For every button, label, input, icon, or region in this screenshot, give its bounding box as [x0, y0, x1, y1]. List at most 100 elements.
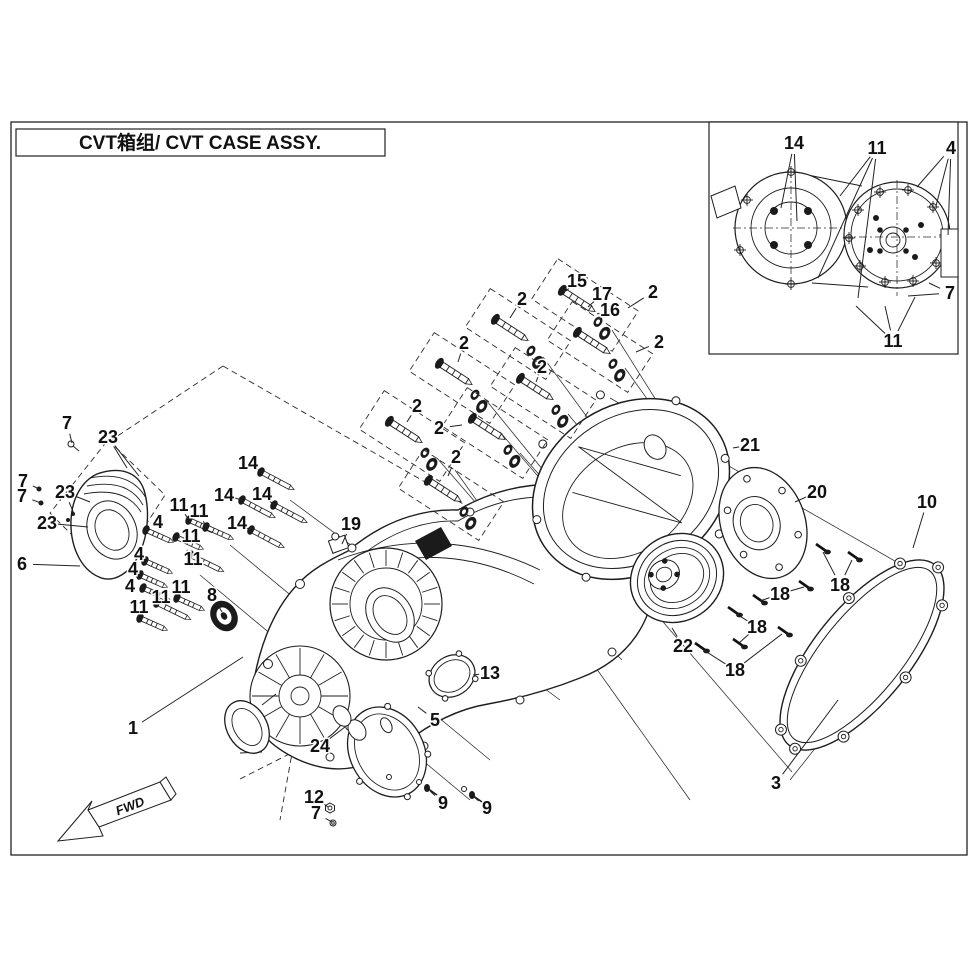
callout-leader: [916, 155, 945, 188]
callout-label: 11: [169, 495, 188, 515]
callout-leader: [759, 597, 770, 602]
oil-seal-drawing: [210, 600, 238, 632]
callout-label: 23: [98, 427, 118, 447]
bushing-drawing: [332, 705, 367, 741]
callout-label: 19: [341, 514, 361, 534]
bolt-group: [408, 331, 516, 425]
callout-leader: [743, 633, 783, 664]
page-border: [10, 121, 968, 856]
callout-label: 16: [600, 300, 620, 320]
callout-label: 2: [537, 357, 547, 377]
callout-leader: [596, 312, 600, 315]
drum-drawing: [629, 532, 725, 624]
inset-assembled-view: [708, 121, 959, 355]
callout-leader: [429, 790, 436, 796]
callout-label: 14: [784, 133, 804, 153]
callout-leader: [627, 297, 644, 309]
callout-leader: [907, 293, 940, 297]
callout-label: 24: [310, 736, 330, 756]
callout-leader: [587, 301, 595, 308]
callout-leader: [217, 604, 223, 613]
callout-leader: [897, 296, 916, 332]
callout-label: 9: [482, 798, 492, 818]
callout-label: 7: [945, 283, 955, 303]
callout-label: 11: [883, 331, 902, 351]
callout-label: 18: [725, 660, 745, 680]
callout-leader: [141, 656, 244, 723]
page-title: CVT箱组/ CVT CASE ASSY.: [79, 131, 321, 154]
inset-right-housing: [842, 180, 959, 296]
callout-leader: [417, 706, 427, 714]
callout-label: 2: [517, 289, 527, 309]
plate-drawing: [718, 466, 808, 580]
callout-leader: [671, 627, 678, 637]
fan-ring: [329, 547, 443, 661]
rubber-plug: [415, 527, 452, 560]
callout-leader: [32, 499, 42, 504]
callout-leader: [635, 345, 650, 353]
callout-leader: [472, 673, 480, 676]
bolt-group: [358, 389, 466, 483]
callout-leader: [32, 485, 40, 490]
callout-leader: [701, 648, 726, 665]
callout-leader: [328, 726, 346, 740]
shroud-drawing: [36, 440, 149, 580]
callout-leader: [817, 157, 873, 279]
callout-label: 8: [207, 585, 217, 605]
callout-leader: [447, 466, 453, 477]
callout-leader: [147, 529, 151, 532]
callout-leader: [535, 377, 539, 383]
callout-label: 2: [654, 332, 664, 352]
callout-leader: [69, 433, 73, 444]
callout-leader: [113, 446, 128, 469]
callout-leader: [234, 497, 243, 501]
callout-leader: [822, 551, 836, 576]
callout-label: 11: [171, 577, 190, 597]
callout-leader: [794, 496, 808, 503]
callout-label: 11: [129, 597, 148, 617]
callout-label: 15: [567, 271, 587, 291]
callout-leader: [325, 817, 333, 823]
callout-label: 14: [214, 485, 234, 505]
callout-label: 14: [238, 453, 258, 473]
callout-leader: [186, 549, 192, 557]
callout-leader: [114, 445, 140, 477]
callout-label: 11: [189, 501, 208, 521]
callout-label: 2: [648, 282, 658, 302]
bolt-group: [397, 448, 505, 542]
bolt-group: [464, 287, 572, 381]
callout-leader: [844, 559, 853, 576]
callout-label: 4: [125, 576, 135, 596]
callout-label: 4: [134, 544, 144, 564]
callout-leader: [184, 513, 190, 521]
callout-label: 7: [18, 471, 28, 491]
callout-label: 11: [151, 587, 170, 607]
callout-leader: [732, 446, 740, 449]
callout-label: 7: [17, 486, 27, 506]
callout-leader: [565, 288, 570, 292]
callout-leader: [947, 158, 952, 236]
callout-label: 23: [55, 482, 75, 502]
callout-leader: [782, 699, 839, 775]
callout-leader: [734, 612, 748, 622]
callout-label: 20: [807, 482, 827, 502]
callout-leader: [68, 502, 75, 515]
callout-label: 12: [304, 787, 324, 807]
callout-label: 2: [434, 418, 444, 438]
fwd-arrow: FWD: [56, 776, 177, 842]
callout-label: 6: [17, 554, 27, 574]
callout-label: 18: [770, 584, 790, 604]
callout-label: 7: [311, 803, 321, 823]
callout-label: 7: [62, 413, 72, 433]
callout-leader: [341, 533, 347, 545]
callout-leader: [406, 415, 412, 423]
callout-leader: [246, 527, 252, 531]
callout-leader: [202, 520, 207, 528]
callout-leader: [855, 305, 886, 334]
bolt-group: [441, 386, 549, 480]
callout-label: 4: [128, 559, 138, 579]
gasket-drawing: [774, 557, 949, 755]
title-box: CVT箱组/ CVT CASE ASSY.: [15, 128, 386, 157]
